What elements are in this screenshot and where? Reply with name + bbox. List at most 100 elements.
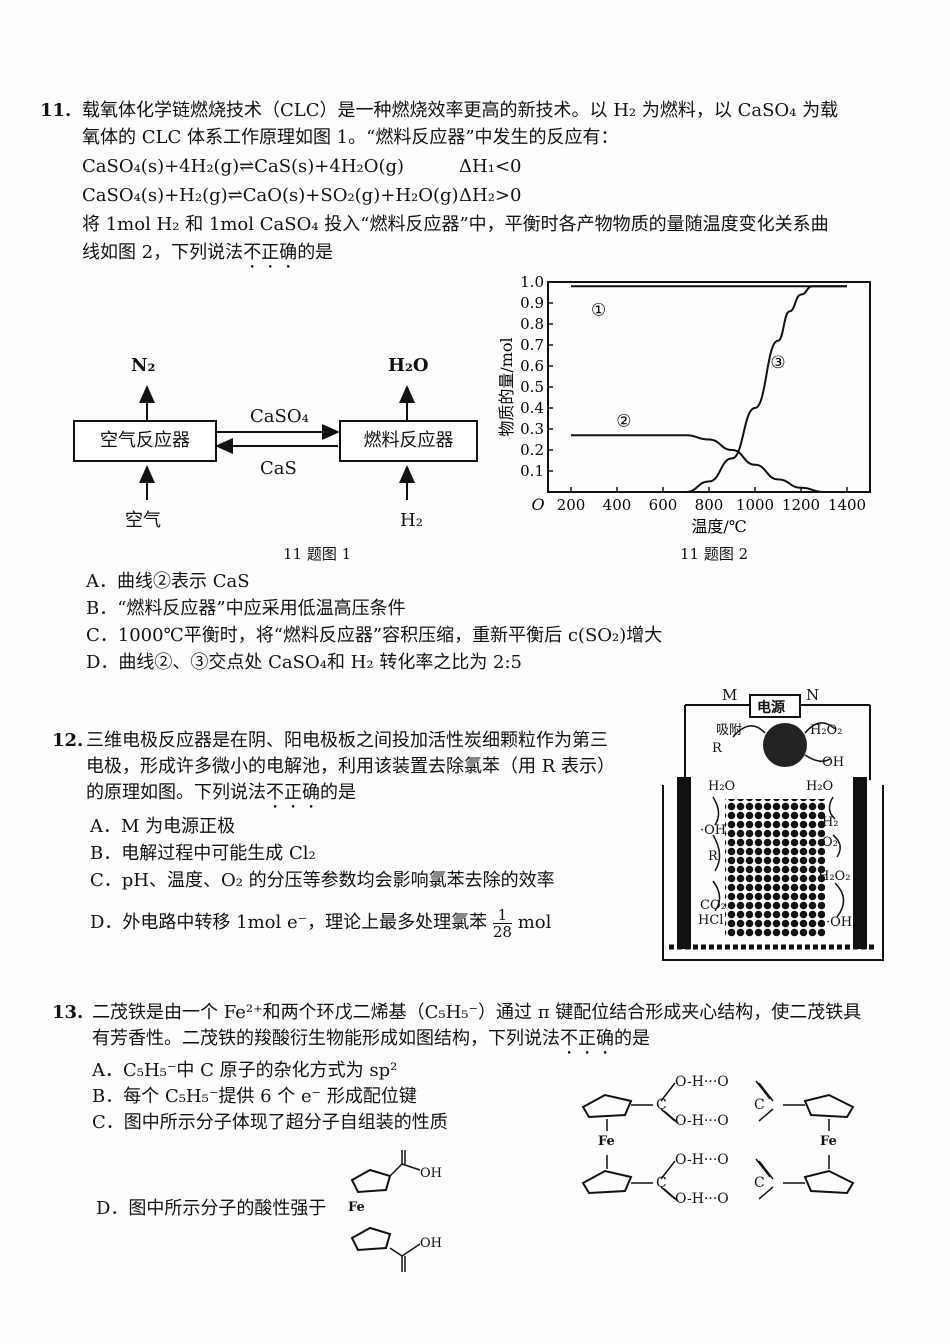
y-tick-label: 0.4 xyxy=(520,399,544,417)
n2-label: N₂ xyxy=(131,355,156,376)
fraction-numerator: 1 xyxy=(492,907,512,924)
q11-option-b: B．“燃料反应器”中应采用低温高压条件 xyxy=(86,598,406,619)
y-tick-label: 0.2 xyxy=(520,441,544,459)
co2-label: CO₂ xyxy=(700,898,726,913)
q12-stem-line3-pre: 的原理如图。下列说法 xyxy=(86,782,266,803)
r-label: R xyxy=(712,741,722,756)
q12-stem-line2: 电极，形成许多微小的电解池，利用该装置去除氯苯（用 R 表示） xyxy=(86,756,615,777)
electrode-n-label: N xyxy=(806,686,820,704)
figure-2-caption: 11 题图 2 xyxy=(680,545,749,563)
q13-stem-line2-pre: 有芳香性。二茂铁的羧酸衍生物能形成如图结构，下列说法 xyxy=(92,1028,560,1049)
fraction-denominator: 28 xyxy=(492,922,512,941)
q13-option-a: A．C₅H₅⁻中 C 原子的杂化方式为 sp² xyxy=(92,1060,398,1081)
adsorb-label: 吸附 xyxy=(716,723,743,738)
series-label-1: ① xyxy=(591,300,606,320)
q11-equation-1: CaSO₄(s)+4H₂(g)⇌CaS(s)+4H₂O(g) xyxy=(82,156,405,177)
power-source-label: 电源 xyxy=(757,700,785,716)
q11-option-c: C．1000℃平衡时，将“燃料反应器”容积压缩，重新平衡后 c(SO₂)增大 xyxy=(86,625,663,646)
y-tick-label: 1.0 xyxy=(520,273,544,291)
oh-label-right: ·OH xyxy=(826,915,853,930)
q12-emphasis: 不正确 xyxy=(266,782,320,803)
q11-figure-1 xyxy=(139,385,415,500)
q12-option-c: C．pH、温度、O₂ 的分压等参数均会影响氯苯去除的效率 xyxy=(90,870,555,891)
x-tick-label: 400 xyxy=(603,496,632,514)
figure-1-caption: 11 题图 1 xyxy=(283,545,352,563)
r-label-left: R xyxy=(708,849,718,864)
q11-stem-line4-pre: 线如图 2，下列说法 xyxy=(82,242,244,263)
q11-option-a: A．曲线②表示 CaS xyxy=(86,571,250,592)
x-tick-label: 800 xyxy=(695,496,724,514)
fe-label-small: Fe xyxy=(348,1200,365,1215)
fe-label-right: Fe xyxy=(820,1134,837,1149)
y-tick-label: 0.7 xyxy=(520,336,544,354)
hbond-bottom-2: O-H···O xyxy=(675,1191,729,1207)
oh-label-top: ·OH xyxy=(818,755,845,770)
question-11-number: 11. xyxy=(40,100,72,121)
q12-option-d-text: D．外电路中转移 1mol e⁻，理论上最多处理氯苯 xyxy=(90,912,488,933)
question-13-number: 13. xyxy=(52,1002,84,1023)
q12-option-b: B．电解过程中可能生成 Cl₂ xyxy=(90,843,316,864)
y-tick-label: 0.6 xyxy=(520,357,544,375)
h2o2-label-right: H₂O₂ xyxy=(818,869,851,884)
q12-stem-line1: 三维电极反应器是在阴、阳电极板之间投加活性炭细颗粒作为第三 xyxy=(86,730,608,751)
q13-stem-line2-post: 的是 xyxy=(614,1028,650,1049)
fe-label-left: Fe xyxy=(598,1134,615,1149)
ferrocene-carboxylic-acid-dimer-structure xyxy=(581,1080,855,1202)
series-label-3: ③ xyxy=(770,353,785,373)
hbond-top-2: O-H···O xyxy=(675,1113,729,1129)
carbon-label-tr: C xyxy=(754,1097,765,1113)
oh-label-top-small: OH xyxy=(420,1166,442,1181)
x-tick-label: 600 xyxy=(649,496,678,514)
q12-stem-line3: 的原理如图。下列说法不正确的是 xyxy=(86,782,356,813)
q11-stem-line2: 氧体的 CLC 体系工作原理如图 1。“燃料反应器”中发生的反应有： xyxy=(82,127,619,148)
q11-equation-1-enthalpy: ΔH₁<0 xyxy=(459,156,522,177)
o2-label-right: O₂ xyxy=(822,835,838,850)
h2o-label: H₂O xyxy=(388,355,429,376)
h2-label-right: H₂ xyxy=(822,815,839,830)
carbon-label-br: C xyxy=(754,1175,765,1191)
q12-option-a: A．M 为电源正极 xyxy=(90,816,236,837)
q13-stem-line1: 二茂铁是由一个 Fe²⁺和两个环戊二烯基（C₅H₅⁻）通过 π 键配位结合形成夹… xyxy=(92,1002,862,1023)
q13-stem-line2: 有芳香性。二茂铁的羧酸衍生物能形成如图结构，下列说法不正确的是 xyxy=(92,1028,650,1059)
series-line-2 xyxy=(571,434,825,493)
caso4-label: CaSO₄ xyxy=(250,406,309,427)
h2o-label-right: H₂O xyxy=(806,779,834,794)
y-tick-label: 0.8 xyxy=(520,315,544,333)
air-reactor-box: 空气反应器 xyxy=(73,420,217,462)
origin-label: O xyxy=(531,495,544,514)
question-12-number: 12. xyxy=(52,730,84,751)
carbon-label-tl: C xyxy=(656,1097,667,1113)
ferrocene-dicarboxylic-acid-structure xyxy=(350,1150,421,1272)
q12-option-d-unit: mol xyxy=(517,912,552,933)
h2-label: H₂ xyxy=(400,510,423,531)
q13-option-b: B．每个 C₅H₅⁻提供 6 个 e⁻ 形成配位键 xyxy=(92,1086,417,1107)
air-label: 空气 xyxy=(125,510,161,531)
q11-stem-line3: 将 1mol H₂ 和 1mol CaSO₄ 投入“燃料反应器”中，平衡时各产物… xyxy=(82,214,829,235)
y-tick-label: 0.1 xyxy=(520,462,544,480)
y-tick-label: 0.5 xyxy=(520,378,544,396)
carbon-label-bl: C xyxy=(656,1175,667,1191)
q11-emphasis: 不正确 xyxy=(243,242,298,263)
q11-stem-line4-post: 的是 xyxy=(297,242,334,263)
oh-label-left: ·OH xyxy=(700,823,727,838)
q12-stem-line3-post: 的是 xyxy=(320,782,356,803)
fuel-reactor-box: 燃料反应器 xyxy=(339,420,478,462)
y-tick-label: 0.9 xyxy=(520,294,544,312)
y-axis-label: 物质的量/mol xyxy=(498,337,516,436)
h2o2-label: H₂O₂ xyxy=(810,723,843,738)
electrode-m-label: M xyxy=(722,686,738,704)
x-tick-label: 1400 xyxy=(828,496,866,514)
q13-option-d: D．图中所示分子的酸性强于 xyxy=(96,1198,327,1219)
hcl-label: HCl xyxy=(698,913,724,928)
q13-emphasis: 不正确 xyxy=(560,1028,614,1049)
q11-stem-line1: 载氧体化学链燃烧技术（CLC）是一种燃烧效率更高的新技术。以 H₂ 为燃料，以 … xyxy=(82,100,839,121)
h2o-label-left: H₂O xyxy=(708,779,736,794)
q11-equation-2-enthalpy: ΔH₂>0 xyxy=(459,185,522,206)
x-axis-label: 温度/℃ xyxy=(691,517,746,536)
x-tick-label: 1200 xyxy=(782,496,820,514)
hbond-top-1: O-H···O xyxy=(675,1074,729,1090)
q11-stem-line4: 线如图 2，下列说法不正确的是 xyxy=(82,242,333,273)
